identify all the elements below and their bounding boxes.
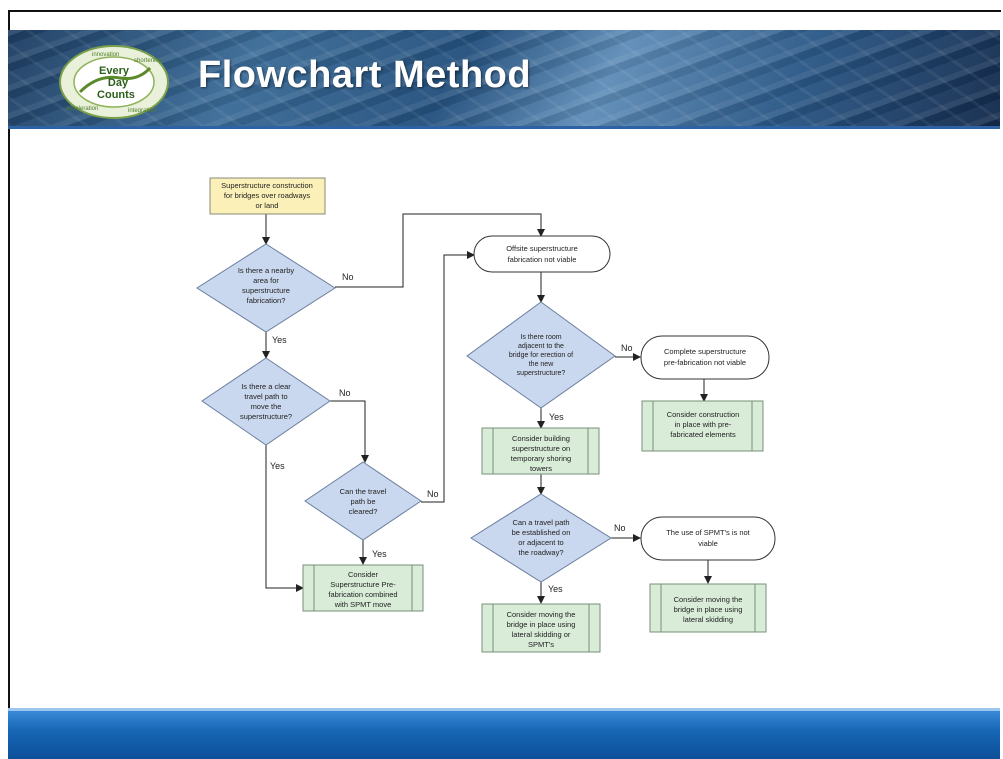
- logo-ring-word-integration: integration: [128, 108, 156, 114]
- process-shoring-towers: Consider building superstructure on temp…: [481, 427, 600, 475]
- edge-label-no-cleared: No: [427, 489, 439, 499]
- logo-word-day: Day: [108, 77, 129, 89]
- process-shoring-line-3: temporary shoring: [511, 454, 571, 463]
- terminal-complete-line-2: pre-fabrication not viable: [664, 358, 746, 367]
- decision-nearby-line-4: fabrication?: [247, 296, 286, 305]
- terminal-spmt-line-2: viable: [698, 539, 718, 548]
- decision-room-line-3: bridge for erection of: [509, 352, 573, 359]
- start-box-line-1: Superstructure construction: [221, 181, 313, 190]
- decision-room-line-4: the new: [529, 361, 554, 368]
- terminal-complete-prefab: Complete superstructure pre-fabrication …: [640, 335, 770, 380]
- terminal-offsite: Offsite superstructure fabrication not v…: [473, 235, 611, 273]
- terminal-spmt-not-viable: The use of SPMT's is not viable: [640, 516, 776, 561]
- decision-travel-line-2: travel path to: [244, 392, 287, 401]
- decision-established-line-3: or adjacent to: [518, 538, 563, 547]
- process-shoring-line-4: towers: [530, 464, 552, 473]
- decision-room-adjacent: Is there room adjacent to the bridge for…: [466, 301, 616, 409]
- decision-established-line-4: the roadway?: [518, 548, 563, 557]
- process-construction-inplace: Consider construction in place with pre-…: [641, 400, 764, 452]
- process-lateral-line-1: Consider moving the: [674, 595, 743, 604]
- process-prefab-spmt: Consider Superstructure Pre- fabrication…: [302, 564, 424, 612]
- terminal-spmt-line-1: The use of SPMT's is not: [666, 528, 750, 537]
- process-prefab-line-1: Consider: [348, 570, 379, 579]
- process-inplace-line-3: fabricated elements: [670, 430, 736, 439]
- edge-label-no-nearby: No: [342, 272, 354, 282]
- process-lateral-spmt-line-1: Consider moving the: [507, 610, 576, 619]
- slide-header-banner: [8, 30, 1000, 126]
- terminal-offsite-line-2: fabrication not viable: [508, 255, 577, 264]
- logo-ring-word-acceleration: acceleration: [66, 106, 98, 112]
- process-prefab-line-3: fabrication combined: [328, 590, 397, 599]
- process-inplace-line-1: Consider construction: [667, 410, 740, 419]
- edge-label-yes-cleared: Yes: [372, 549, 387, 559]
- start-box: Superstructure construction for bridges …: [209, 177, 326, 215]
- logo-word-every: Every: [99, 65, 130, 77]
- logo-ring-word-shortening: shortening: [134, 58, 162, 64]
- process-lateral-spmt-line-3: lateral skidding or: [512, 630, 571, 639]
- decision-travel-line-4: superstructure?: [240, 412, 292, 421]
- process-shoring-line-1: Consider building: [512, 434, 570, 443]
- process-prefab-line-4: with SPMT move: [334, 600, 392, 609]
- logo-word-counts: Counts: [97, 89, 135, 101]
- decision-travel-line-1: Is there a clear: [241, 382, 291, 391]
- logo-ring-word-innovation: innovation: [92, 52, 119, 58]
- decision-cleared: Can the travel path be cleared?: [304, 461, 422, 541]
- decision-travel-established: Can a travel path be established on or a…: [470, 493, 612, 583]
- process-shoring-line-2: superstructure on: [512, 444, 570, 453]
- decision-nearby-line-1: Is there a nearby: [238, 266, 295, 275]
- edge-label-yes-nearby: Yes: [272, 335, 287, 345]
- decision-established-line-2: be established on: [512, 528, 571, 537]
- process-inplace-line-2: in place with pre-: [675, 420, 732, 429]
- start-box-line-3: or land: [256, 201, 279, 210]
- decision-cleared-line-2: path be: [350, 497, 375, 506]
- decision-room-line-2: adjacent to the: [518, 343, 564, 350]
- edge-label-no-travel: No: [339, 388, 351, 398]
- process-lateral-spmt-line-2: bridge in place using: [507, 620, 576, 629]
- flowchart-connectors: [262, 213, 712, 604]
- terminal-complete-line-1: Complete superstructure: [664, 347, 746, 356]
- decision-cleared-line-1: Can the travel: [340, 487, 387, 496]
- process-moving-lateral-spmt: Consider moving the bridge in place usin…: [481, 603, 601, 653]
- header-divider: [8, 126, 1000, 129]
- edge-label-no-established: No: [614, 523, 626, 533]
- edge-label-yes-established: Yes: [548, 584, 563, 594]
- decision-established-line-1: Can a travel path: [512, 518, 569, 527]
- decision-travel-path: Is there a clear travel path to move the…: [201, 357, 331, 446]
- decision-nearby-area: Is there a nearby area for superstructur…: [196, 243, 336, 333]
- decision-cleared-line-3: cleared?: [349, 507, 378, 516]
- decision-room-line-5: superstructure?: [517, 370, 566, 377]
- process-prefab-line-2: Superstructure Pre-: [330, 580, 396, 589]
- every-day-counts-logo: Every Day Counts innovation shortening a…: [59, 45, 169, 119]
- terminal-offsite-line-1: Offsite superstructure: [506, 244, 578, 253]
- start-box-line-2: for bridges over roadways: [224, 191, 311, 200]
- process-lateral-line-3: lateral skidding: [683, 615, 733, 624]
- decision-room-line-1: Is there room: [520, 334, 561, 341]
- process-lateral-spmt-line-4: SPMT's: [528, 640, 554, 649]
- process-lateral-line-2: bridge in place using: [674, 605, 743, 614]
- decision-travel-line-3: move the: [251, 402, 282, 411]
- decision-nearby-line-3: superstructure: [242, 286, 290, 295]
- slide-footer-bar: [8, 708, 1000, 759]
- edge-label-yes-room: Yes: [549, 412, 564, 422]
- process-moving-lateral: Consider moving the bridge in place usin…: [649, 583, 767, 633]
- decision-nearby-line-2: area for: [253, 276, 279, 285]
- edge-label-yes-travel: Yes: [270, 461, 285, 471]
- slide-title: Flowchart Method: [198, 54, 532, 96]
- edge-label-no-room: No: [621, 343, 633, 353]
